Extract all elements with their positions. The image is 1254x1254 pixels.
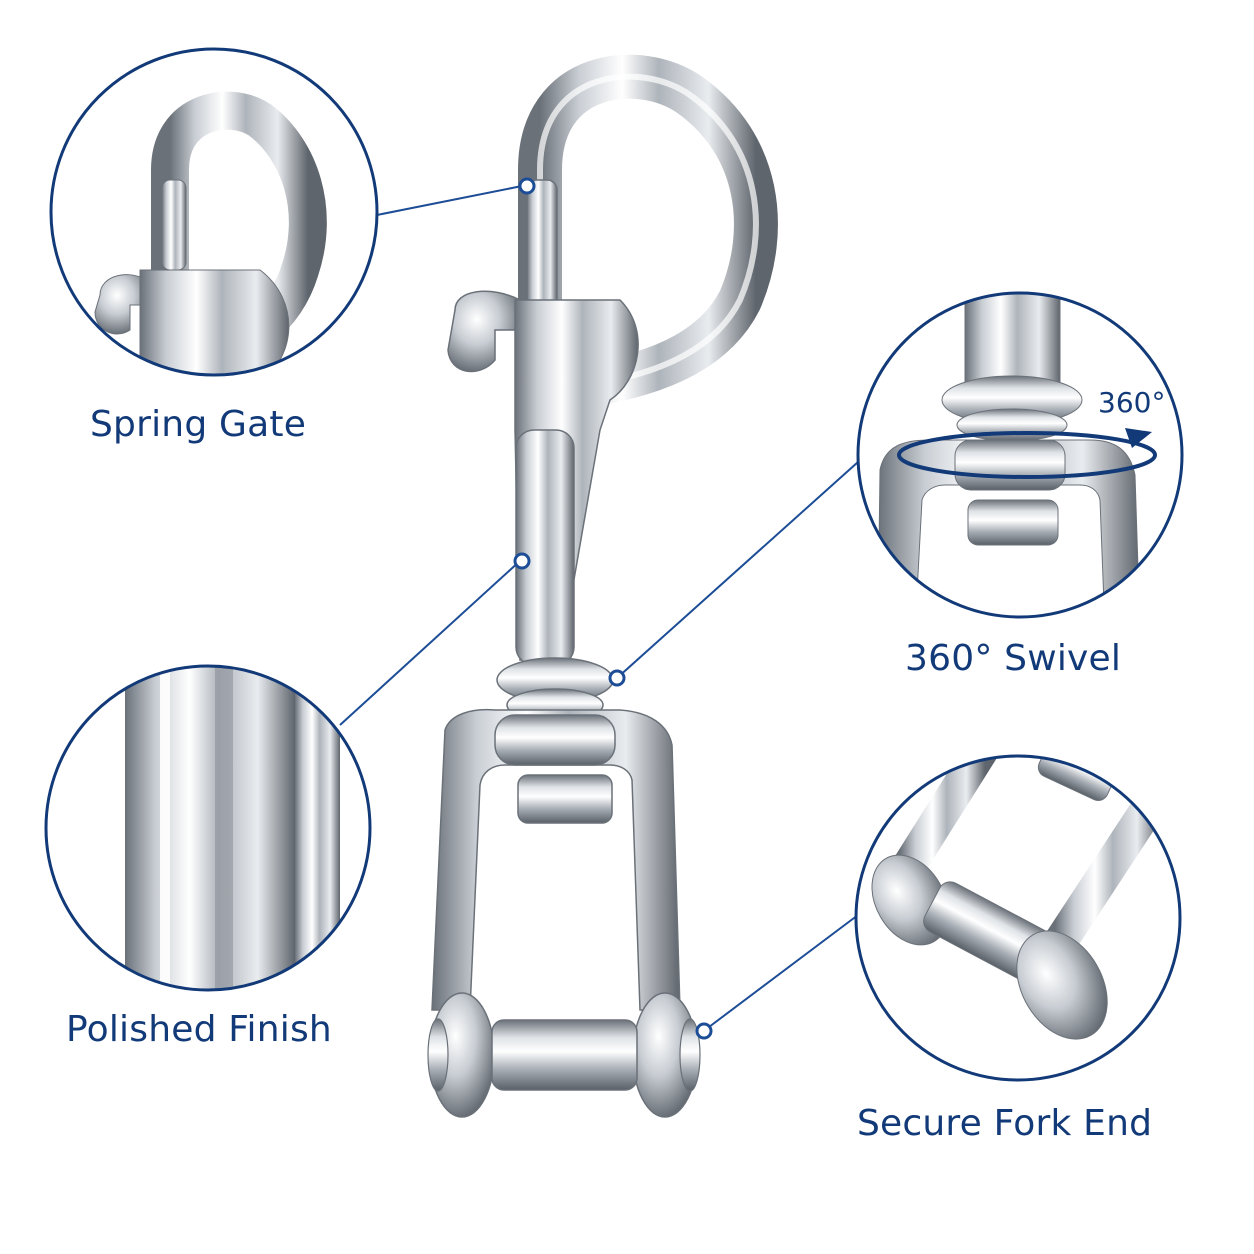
callout-dot-icon	[518, 177, 536, 195]
gate-rod	[526, 179, 558, 311]
fork-end-label: Secure Fork End	[857, 1103, 1153, 1144]
callout-lines	[339, 184, 859, 1031]
rotation-arrow-icon	[897, 431, 1157, 479]
callout-dot-icon	[513, 552, 531, 570]
thumb-latch	[447, 290, 521, 373]
fork-end-closeup	[854, 754, 1182, 1082]
callout-dots	[513, 177, 713, 1040]
swivel-nut	[517, 774, 613, 824]
swivel-degree-badge: 360°	[1098, 386, 1165, 419]
swivel-label: 360° Swivel	[905, 638, 1122, 679]
spring-gate-closeup	[49, 47, 379, 377]
callout-dot-icon	[608, 669, 626, 687]
fork-yoke	[431, 708, 681, 1011]
callout-dot-icon	[695, 1022, 713, 1040]
spring-gate-label: Spring Gate	[90, 404, 307, 445]
swivel-snap-hook	[427, 54, 778, 1118]
fork-pin	[491, 1019, 638, 1091]
polished-finish-label: Polished Finish	[66, 1009, 332, 1050]
polished-finish-closeup	[44, 664, 372, 992]
swivel-closeup: 360°	[856, 291, 1184, 619]
